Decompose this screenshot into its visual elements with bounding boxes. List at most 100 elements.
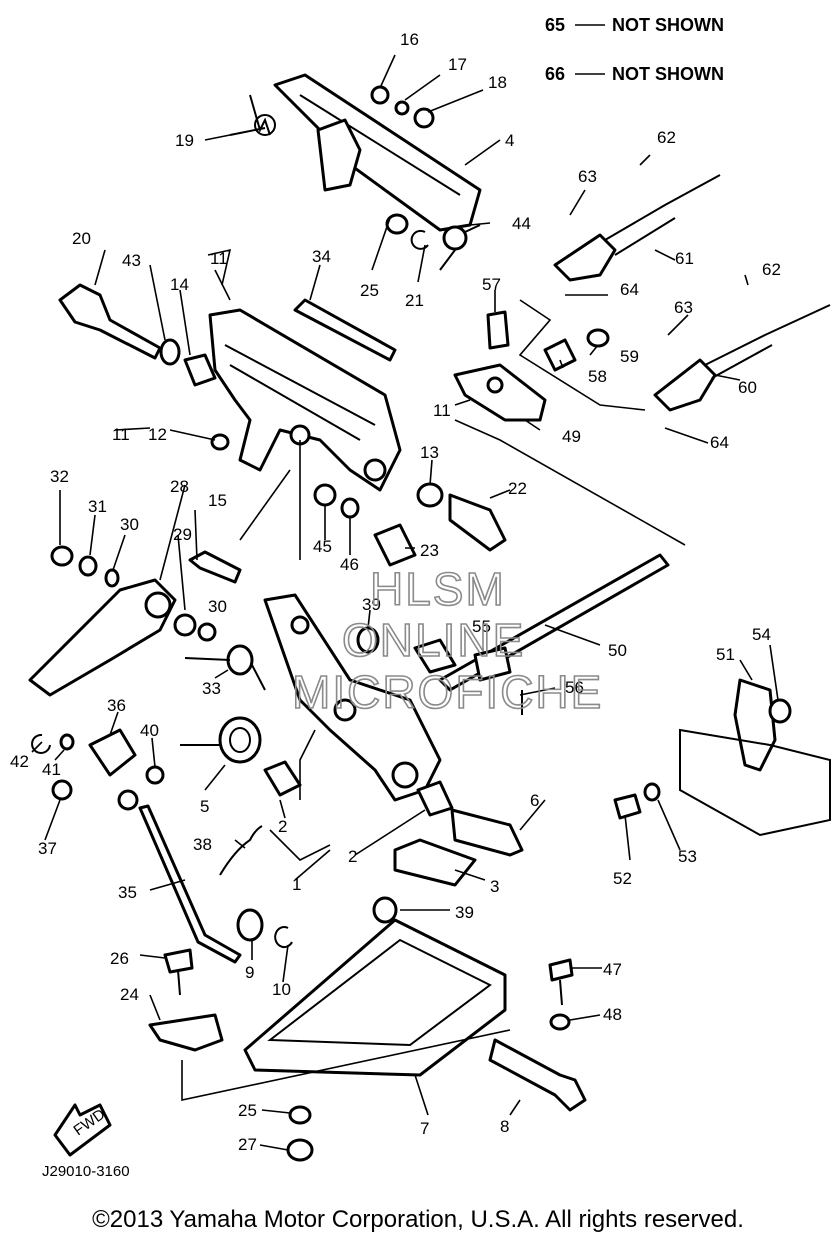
- callout-23: 23: [420, 541, 439, 560]
- callout-43: 43: [122, 251, 141, 270]
- part-8-bolt: [488, 1038, 587, 1112]
- watermark-line-1: HLSM: [370, 563, 506, 615]
- callout-4: 4: [505, 131, 514, 150]
- callout-6: 6: [530, 791, 539, 810]
- part-2-bushings: [263, 760, 454, 817]
- part-11-lever-housing: [208, 308, 402, 492]
- part-44-spring: [439, 224, 481, 271]
- callout-10: 10: [272, 980, 291, 999]
- note-65-number: 65: [545, 15, 565, 35]
- part-3-pad: [393, 838, 477, 887]
- callout-34: 34: [312, 247, 331, 266]
- callout-2-right: 2: [348, 847, 357, 866]
- note-66-number: 66: [545, 64, 565, 84]
- callout-2-left: 2: [278, 817, 287, 836]
- callout-13: 13: [420, 443, 439, 462]
- fwd-arrow: FWD: [53, 1103, 112, 1157]
- leader-lines: [31, 54, 779, 1151]
- callout-20: 20: [72, 229, 91, 248]
- callout-54: 54: [752, 625, 771, 644]
- callout-38: 38: [193, 835, 212, 854]
- part-35-rod: [138, 804, 242, 964]
- callout-63-lower: 63: [674, 298, 693, 317]
- callout-11-left: 11: [112, 425, 130, 444]
- part-34-rod: [293, 298, 397, 362]
- callout-9: 9: [245, 963, 254, 982]
- callout-61: 61: [675, 249, 694, 268]
- callout-25-top: 25: [360, 281, 379, 300]
- part-12-nut: [210, 433, 230, 451]
- part-24-bracket: [148, 1013, 224, 1052]
- parts-57-58-59-pins: [486, 310, 610, 372]
- callout-45: 45: [313, 537, 332, 556]
- part-4-top-bracket: [273, 73, 482, 232]
- part-39-bushing-lower: [372, 896, 398, 924]
- callout-33: 33: [202, 679, 221, 698]
- callout-5: 5: [200, 797, 209, 816]
- callout-27: 27: [238, 1135, 257, 1154]
- watermark-line-3: MICROFICHE: [292, 666, 603, 718]
- callout-59: 59: [620, 347, 639, 366]
- callout-47: 47: [603, 960, 622, 979]
- callout-3: 3: [490, 877, 499, 896]
- part-29-bolt: [188, 550, 242, 584]
- callout-17: 17: [448, 55, 467, 74]
- part-26-bolt: [163, 948, 194, 996]
- callout-46: 46: [340, 555, 359, 574]
- callout-57: 57: [482, 275, 501, 294]
- parts-25-21-washers: [385, 213, 429, 250]
- part-6-sleeve: [450, 808, 524, 857]
- callout-35: 35: [118, 883, 137, 902]
- callout-56: 56: [565, 678, 584, 697]
- parts-43-14-bushings: [159, 338, 217, 387]
- callout-44: 44: [512, 214, 531, 233]
- part-60-cable-end: [653, 304, 831, 412]
- callout-64-upper: 64: [620, 280, 639, 299]
- part-7-base-plate: [243, 918, 507, 1077]
- callout-32: 32: [50, 467, 69, 486]
- callout-labels: 16 17 18 19 4 62 63 44 61 20 43 11 34 14…: [10, 30, 781, 1154]
- callout-1: 1: [292, 875, 301, 894]
- callout-11-top: 11: [210, 249, 228, 268]
- callout-52: 52: [613, 869, 632, 888]
- callout-58: 58: [588, 367, 607, 386]
- callout-41: 41: [42, 760, 61, 779]
- callout-40: 40: [140, 721, 159, 740]
- callout-55: 55: [472, 617, 491, 636]
- callout-19: 19: [175, 131, 194, 150]
- watermark-line-2: ONLINE: [342, 614, 525, 666]
- part-38-spring: [219, 825, 263, 876]
- callout-30-right: 30: [208, 597, 227, 616]
- watermark: HLSM ONLINE MICROFICHE: [291, 562, 603, 719]
- parts-25-27-washer-nut: [286, 1105, 314, 1162]
- callout-62: 62: [657, 128, 676, 147]
- callout-39-upper: 39: [362, 595, 381, 614]
- top-notes: 65 NOT SHOWN 66 NOT SHOWN: [545, 15, 724, 84]
- part-28-handle: [28, 578, 177, 697]
- callout-30-left: 30: [120, 515, 139, 534]
- callout-64-lower: 64: [710, 433, 729, 452]
- callout-7: 7: [420, 1119, 429, 1138]
- copyright-notice: ©2013 Yamaha Motor Corporation, U.S.A. A…: [92, 1206, 744, 1233]
- callout-60: 60: [738, 378, 757, 397]
- part-5-spring: [180, 716, 262, 764]
- callout-11-right: 11: [433, 401, 451, 420]
- parts-9-10-nut-washer: [236, 908, 293, 949]
- parts-45-46-washers: [313, 483, 360, 519]
- callout-42: 42: [10, 752, 29, 771]
- callout-14: 14: [170, 275, 189, 294]
- callout-21: 21: [405, 291, 424, 310]
- note-66-text: NOT SHOWN: [612, 64, 724, 84]
- part-33-spring: [184, 644, 266, 691]
- callout-31: 31: [88, 497, 107, 516]
- parts-51-54-bracket: [679, 678, 831, 837]
- callout-12: 12: [148, 425, 167, 444]
- callout-51: 51: [716, 645, 735, 664]
- part-49-plate: [453, 363, 547, 422]
- callout-39-lower: 39: [455, 903, 474, 922]
- callout-16: 16: [400, 30, 419, 49]
- parts-32-31-30-nuts: [50, 545, 217, 642]
- part-61-cable-end: [553, 174, 721, 282]
- callout-49: 49: [562, 427, 581, 446]
